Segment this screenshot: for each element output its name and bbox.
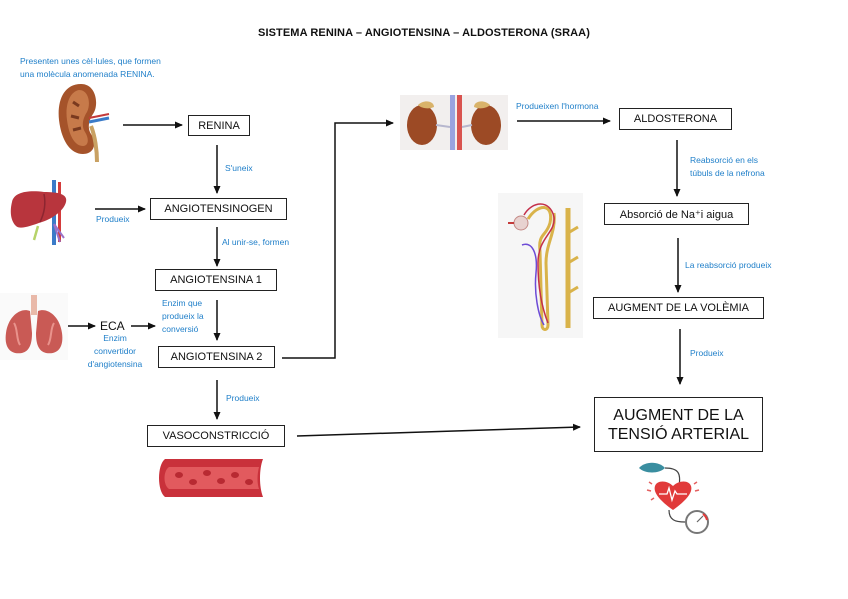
box-aldosterona: ALDOSTERONA xyxy=(619,108,732,130)
box-renina: RENINA xyxy=(188,115,250,136)
eca-text: ECA xyxy=(100,319,125,333)
blood-pressure-monitor-icon xyxy=(639,462,709,534)
nephron-icon xyxy=(498,193,583,338)
intro-note-line: una molècula anomenada RENINA. xyxy=(20,69,155,79)
intro-note: Presenten unes cèl·lules, que formen una… xyxy=(20,55,161,81)
blood-vessel-icon xyxy=(159,459,263,497)
label-suneix: S'uneix xyxy=(225,163,253,173)
label-produeix-liver: Produeix xyxy=(96,214,130,224)
arrow-vasoconstriccio-tensio xyxy=(296,423,581,437)
label-line: Enzim xyxy=(103,333,127,343)
tensio-line-1: AUGMENT DE LA xyxy=(613,406,744,424)
label-line: túbuls de la nefrona xyxy=(690,168,765,178)
box-absorcio-na-aigua: Absorció de Na⁺i aigua xyxy=(604,203,749,225)
tensio-line-2: TENSIÓ ARTERIAL xyxy=(607,425,750,443)
box-augment-tensio-arterial: AUGMENT DE LA TENSIÓ ARTERIAL xyxy=(594,397,763,452)
box-angiotensina-2: ANGIOTENSINA 2 xyxy=(158,346,275,368)
box-angiotensina-1: ANGIOTENSINA 1 xyxy=(155,269,277,291)
label-produeix-tensio: Produeix xyxy=(690,348,724,358)
liver-icon xyxy=(10,180,67,245)
label-enzim-conversio: Enzim que produeix la conversió xyxy=(162,297,204,336)
lungs-icon xyxy=(0,293,68,360)
label-line: Reabsorció en els xyxy=(690,155,759,165)
label-produeixen-hormona: Produeixen l'hormona xyxy=(516,101,599,111)
diagram-title: SISTEMA RENINA – ANGIOTENSINA – ALDOSTER… xyxy=(258,27,590,39)
box-augment-volemia: AUGMENT DE LA VOLÈMIA xyxy=(593,297,764,319)
label-produeix-vaso: Produeix xyxy=(226,393,260,403)
box-angiotensinogen: ANGIOTENSINOGEN xyxy=(150,198,287,220)
label-line: convertidor xyxy=(93,346,137,356)
label-line: d'angiotensina xyxy=(87,359,143,369)
arrow-angiotensina2-adrenal xyxy=(282,119,394,359)
label-reabsorcio-produeix: La reabsorció produeix xyxy=(685,260,772,270)
label-line: Enzim que xyxy=(162,298,203,308)
label-reabsorcio-tubuls: Reabsorció en els túbuls de la nefrona xyxy=(690,154,765,180)
kidney-icon xyxy=(58,84,110,162)
label-line: conversió xyxy=(162,324,199,334)
label-line: produeix la xyxy=(162,311,204,321)
box-vasoconstriccio: VASOCONSTRICCIÓ xyxy=(147,425,285,447)
label-eca-description: Enzim convertidor d'angiotensina xyxy=(80,332,150,371)
intro-note-line: Presenten unes cèl·lules, que formen xyxy=(20,56,161,66)
adrenal-kidneys-icon xyxy=(400,95,508,150)
label-al-unir: Al unir-se, formen xyxy=(222,237,290,247)
